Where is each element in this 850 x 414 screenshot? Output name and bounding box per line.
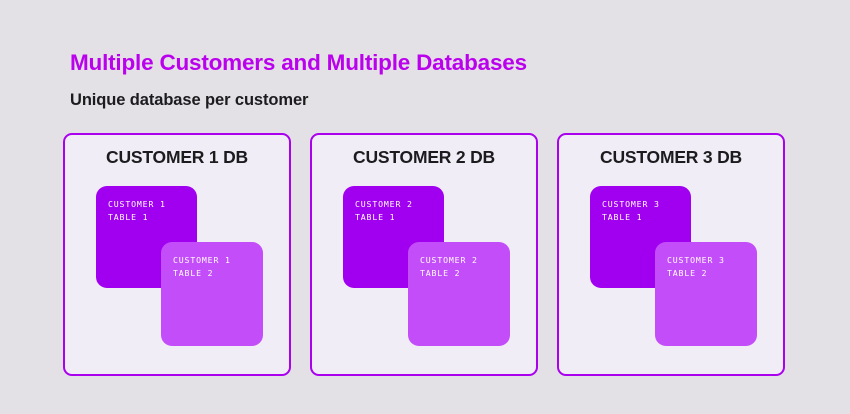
table-label-line-1: CUSTOMER 3 [602,199,660,209]
table-box-customer-1-table-1: CUSTOMER 1 TABLE 1 [96,186,197,288]
table-label-line-1: CUSTOMER 3 [667,255,725,265]
database-card-customer-2: CUSTOMER 2 DB CUSTOMER 2 TABLE 1 CUSTOME… [310,133,538,376]
page-subtitle: Unique database per customer [70,91,309,109]
table-label-line-2: TABLE 2 [420,268,461,279]
table-label-line-1: CUSTOMER 1 [108,199,166,209]
table-label-line-2: TABLE 2 [173,268,214,279]
table-box-customer-2-table-2: CUSTOMER 2 TABLE 2 [408,242,510,346]
table-label-line-1: CUSTOMER 2 [420,255,478,265]
table-label-line-2: TABLE 2 [667,268,708,279]
table-label-line-2: TABLE 1 [355,212,396,223]
database-card-title: CUSTOMER 1 DB [106,147,248,167]
page-title: Multiple Customers and Multiple Database… [70,50,527,75]
table-label-line-1: CUSTOMER 1 [173,255,231,265]
database-card-row: CUSTOMER 1 DB CUSTOMER 1 TABLE 1 CUSTOME… [63,133,785,376]
database-card-title: CUSTOMER 3 DB [600,147,742,167]
database-card-customer-1: CUSTOMER 1 DB CUSTOMER 1 TABLE 1 CUSTOME… [63,133,291,376]
table-label-line-2: TABLE 1 [602,212,643,223]
table-box-customer-1-table-2: CUSTOMER 1 TABLE 2 [161,242,263,346]
table-label-line-2: TABLE 1 [108,212,149,223]
database-card-title: CUSTOMER 2 DB [353,147,495,167]
table-box-customer-3-table-2: CUSTOMER 3 TABLE 2 [655,242,757,346]
database-card-customer-3: CUSTOMER 3 DB CUSTOMER 3 TABLE 1 CUSTOME… [557,133,785,376]
table-label-line-1: CUSTOMER 2 [355,199,413,209]
